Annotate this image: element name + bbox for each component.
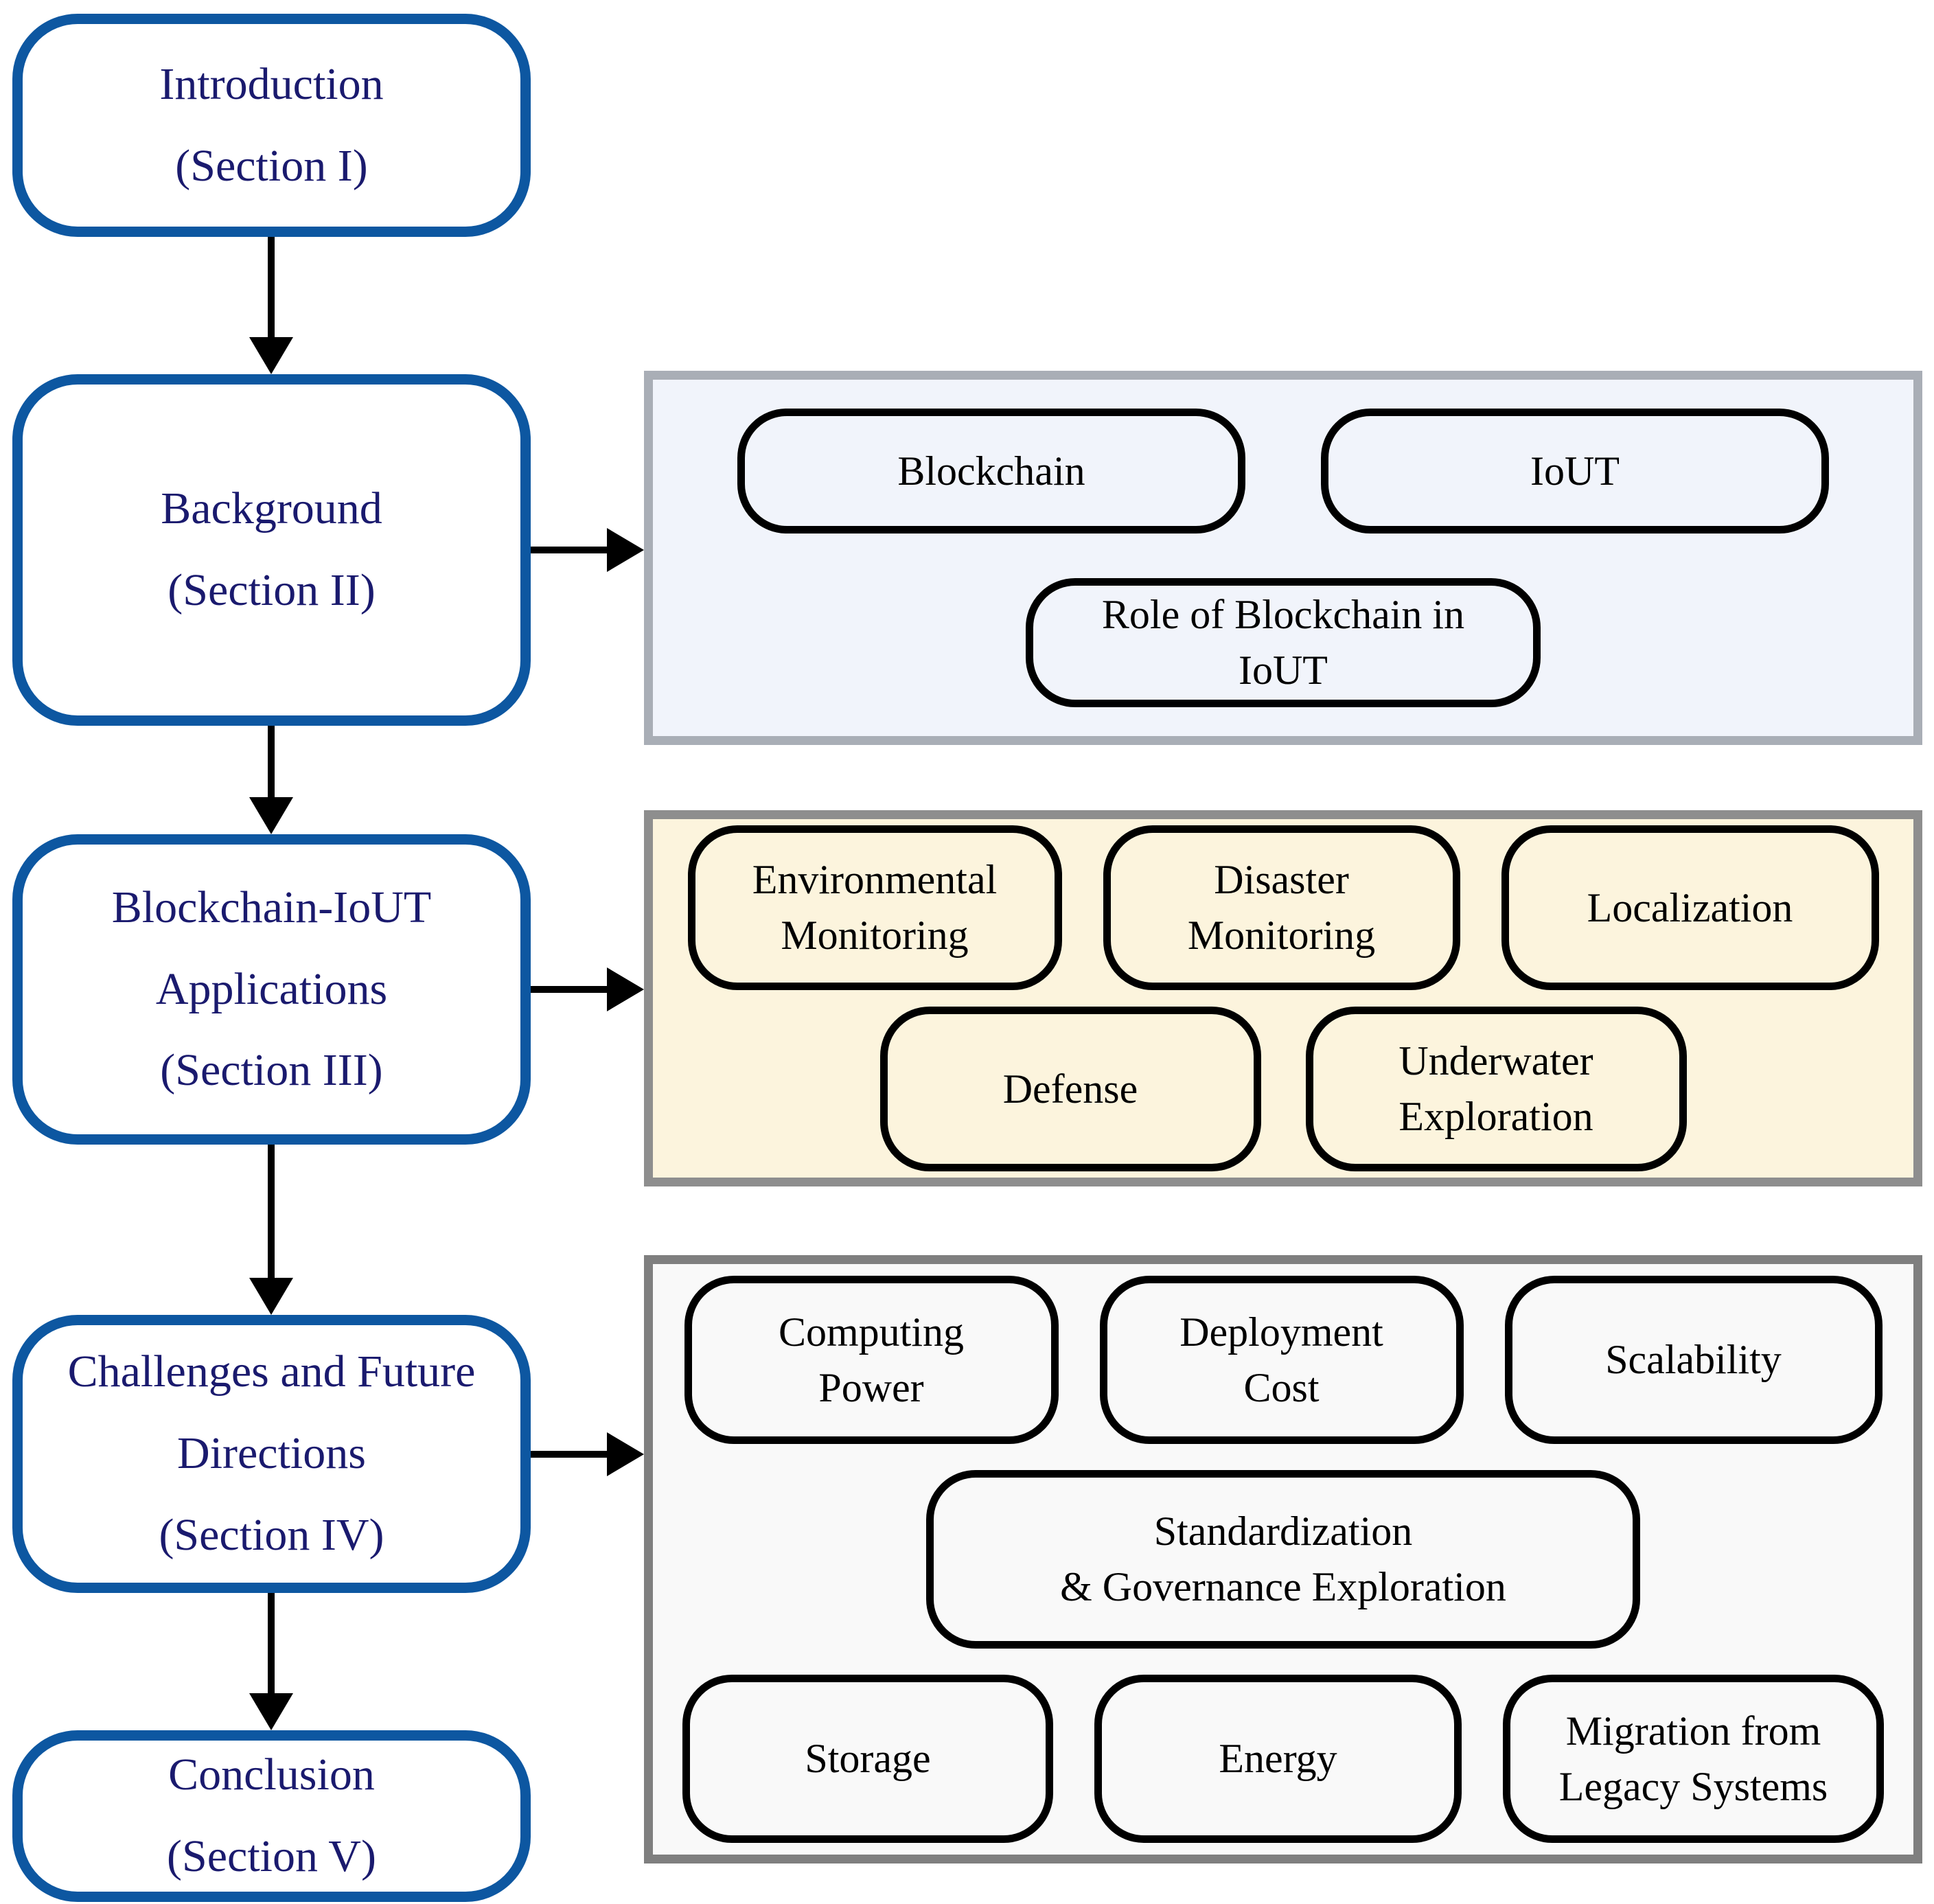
pill-blockchain: Blockchain [737,409,1245,534]
pill-iout: IoUT [1321,409,1829,534]
panel-challenges-row-3: Storage Energy Migration from Legacy Sys… [682,1675,1884,1843]
arrowhead-down-icon [249,1693,293,1730]
arrowhead-right-icon [607,1432,644,1476]
pill-scalability: Scalability [1504,1276,1883,1444]
pill-computing-power: Computing Power [684,1276,1059,1444]
panel-background-row-2: Role of Blockchain in IoUT [1026,578,1541,707]
arrowhead-right-icon [607,967,644,1011]
pill-localization: Localization [1501,825,1879,990]
arrow-line [531,1451,612,1458]
pill-standardization-governance: Standardization & Governance Exploration [926,1470,1640,1649]
arrow-line [531,986,612,993]
pill-role-of-blockchain-in-iout: Role of Blockchain in IoUT [1026,578,1541,707]
arrowhead-right-icon [607,528,644,572]
arrow-line [531,547,612,553]
arrow-line [268,1593,275,1697]
panel-background-row-1: Blockchain IoUT [737,409,1829,534]
pill-energy: Energy [1094,1675,1462,1843]
section-box-conclusion: Conclusion (Section V) [12,1730,531,1902]
panel-challenge-topics: Computing Power Deployment Cost Scalabil… [644,1255,1922,1863]
pill-migration-from-legacy-systems: Migration from Legacy Systems [1503,1675,1884,1843]
section-box-applications: Blockchain-IoUT Applications (Section II… [12,834,531,1145]
pill-underwater-exploration: Underwater Exploration [1305,1007,1687,1171]
arrowhead-down-icon [249,337,293,374]
arrowhead-down-icon [249,797,293,834]
arrow-line [268,237,275,341]
arrowhead-down-icon [249,1278,293,1315]
pill-environmental-monitoring: Environmental Monitoring [687,825,1062,990]
panel-background-topics: Blockchain IoUT Role of Blockchain in Io… [644,371,1922,745]
section-box-introduction: Introduction (Section I) [12,14,531,237]
arrow-line [268,726,275,801]
arrow-line [268,1145,275,1281]
section-box-background: Background (Section II) [12,374,531,726]
pill-deployment-cost: Deployment Cost [1099,1276,1464,1444]
pill-storage: Storage [682,1675,1053,1843]
panel-challenges-row-1: Computing Power Deployment Cost Scalabil… [684,1276,1883,1444]
panel-challenges-row-2: Standardization & Governance Exploration [926,1470,1640,1649]
pill-defense: Defense [879,1007,1261,1171]
section-box-challenges: Challenges and Future Directions (Sectio… [12,1315,531,1593]
pill-disaster-monitoring: Disaster Monitoring [1103,825,1460,990]
panel-application-topics: Environmental Monitoring Disaster Monito… [644,810,1922,1186]
panel-applications-row-2: Defense Underwater Exploration [879,1007,1687,1171]
panel-applications-row-1: Environmental Monitoring Disaster Monito… [687,825,1879,990]
